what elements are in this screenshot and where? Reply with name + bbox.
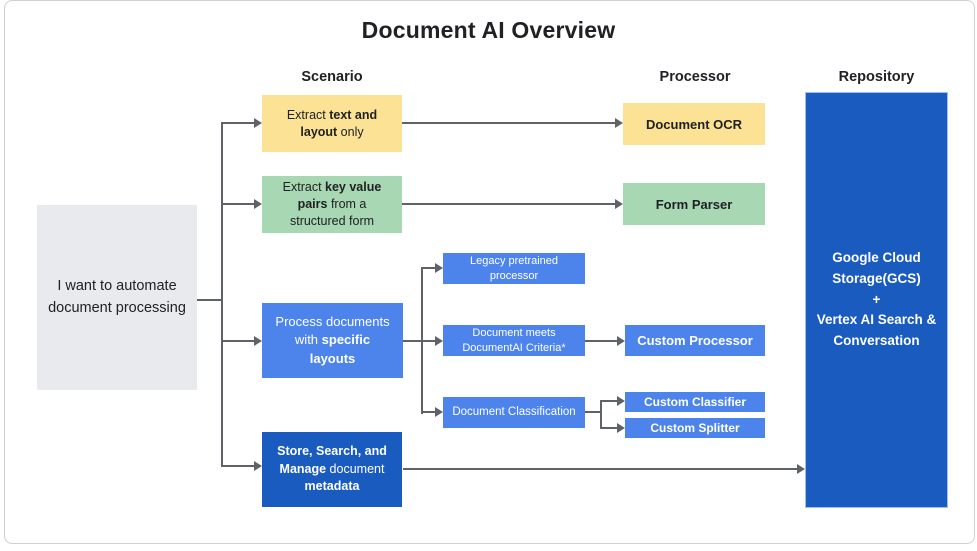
arrow-head-icon: [615, 118, 623, 128]
connector-criteria-to-custom: [585, 340, 617, 342]
scenario-extract-text-layout: Extract text and layout only: [262, 95, 402, 152]
connector-trunk-to-ocr: [221, 122, 255, 124]
processor-document-ocr: Document OCR: [623, 103, 765, 145]
arrow-head-icon: [254, 118, 262, 128]
intent-box: I want to automate document processing: [37, 205, 197, 390]
scenario-store-search-manage-label: Store, Search, and Manage document metad…: [277, 444, 387, 494]
branch-document-classification-label: Document Classification: [452, 406, 576, 419]
repository-line3: Vertex AI Search & Conversation: [816, 312, 937, 349]
arrow-head-icon: [435, 336, 443, 346]
arrow-head-icon: [435, 263, 443, 273]
branch-legacy-pretrained: Legacy pretrained processor: [443, 253, 585, 284]
scenario-specific-layouts: Process documents with specific layouts: [262, 303, 403, 378]
column-header-processor: Processor: [659, 69, 731, 85]
processor-custom-classifier: Custom Classifier: [625, 392, 765, 412]
processor-custom-processor-label: Custom Processor: [637, 333, 753, 348]
connector-subtrunk-to-classification: [421, 411, 435, 413]
connector-form-to-processor: [402, 203, 615, 205]
connector-layouts-to-subtrunk: [403, 340, 423, 342]
arrow-head-icon: [254, 461, 262, 471]
branch-documentai-criteria-label: Document meets DocumentAI Criteria*: [462, 327, 566, 354]
connector-subtrunk-to-criteria: [421, 340, 435, 342]
processor-custom-processor: Custom Processor: [625, 325, 765, 356]
connector-to-splitter: [600, 427, 617, 429]
arrow-head-icon: [797, 464, 805, 474]
connector-trunk-to-layouts: [221, 340, 255, 342]
repository-box: Google Cloud Storage(GCS) + Vertex AI Se…: [805, 92, 948, 508]
page-title: Document AI Overview: [361, 17, 616, 43]
branch-documentai-criteria: Document meets DocumentAI Criteria*: [443, 325, 585, 356]
processor-form-parser-label: Form Parser: [655, 196, 733, 212]
processor-form-parser: Form Parser: [623, 183, 765, 225]
intent-text: I want to automate document processing: [48, 278, 186, 316]
repository-line1: Google Cloud Storage(GCS): [832, 249, 921, 286]
scenario-extract-key-value-label: Extract key value pairs from a structure…: [282, 180, 382, 228]
arrow-head-icon: [617, 423, 625, 433]
scenario-specific-layouts-label: Process documents with specific layouts: [275, 314, 390, 366]
branch-document-classification: Document Classification: [443, 397, 585, 428]
arrow-head-icon: [617, 396, 625, 406]
column-header-scenario: Scenario: [301, 69, 363, 85]
connector-trunk-to-form: [221, 203, 255, 205]
arrow-head-icon: [617, 336, 625, 346]
arrow-head-icon: [254, 199, 262, 209]
connector-subtrunk-to-legacy: [421, 267, 435, 269]
connector-intent-to-trunk: [197, 299, 223, 301]
repository-line2: +: [872, 291, 881, 307]
connector-to-classifier: [600, 400, 617, 402]
connector-split-trunk: [600, 400, 602, 429]
arrow-head-icon: [254, 336, 262, 346]
connector-store-to-repository: [403, 468, 797, 470]
branch-legacy-pretrained-label: Legacy pretrained processor: [469, 255, 559, 282]
connector-ocr-to-processor: [402, 122, 615, 124]
arrow-head-icon: [615, 199, 623, 209]
processor-custom-splitter-label: Custom Splitter: [650, 421, 740, 435]
processor-document-ocr-label: Document OCR: [645, 116, 743, 132]
processor-custom-classifier-label: Custom Classifier: [643, 395, 747, 409]
connector-trunk-to-store: [221, 465, 255, 467]
connector-classification-to-split-trunk: [585, 411, 602, 413]
processor-custom-splitter: Custom Splitter: [625, 418, 765, 438]
scenario-extract-text-layout-label: Extract text and layout only: [286, 107, 378, 139]
arrow-head-icon: [435, 407, 443, 417]
scenario-store-search-manage: Store, Search, and Manage document metad…: [262, 432, 402, 507]
connector-main-trunk: [221, 123, 223, 467]
scenario-extract-key-value: Extract key value pairs from a structure…: [262, 176, 402, 233]
column-header-repository: Repository: [838, 69, 915, 85]
